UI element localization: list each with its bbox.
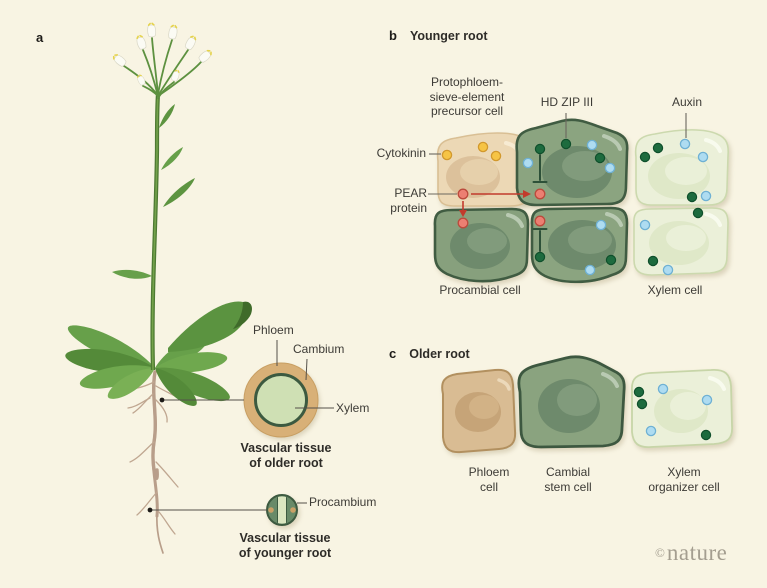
callout-dot-younger [147,507,153,513]
xylem-cell-label: Xylem cell [647,283,703,297]
younger-root-caption: Vascular tissue of younger root [238,531,332,560]
panel-b-header: b Younger root [389,28,488,43]
xylem-organizer-cell [631,369,733,448]
protophloem-precursor-cell [436,132,532,207]
cauline-leaves [112,104,195,279]
panel-c-header: c Older root [389,346,470,361]
stem [150,93,161,371]
hd-zip-cell-bottom [530,206,629,284]
phloem-ring-label: Phloem [253,323,294,337]
callout-dot-older [159,397,165,403]
xylem-ring-label: Xylem [336,401,370,415]
curled-leaf [168,301,253,352]
cambial-stem-cell [517,355,626,449]
procambial-cell-label: Procambial cell [439,283,521,297]
panel-letter-a: a [36,30,44,45]
auxin-dots-older [645,383,713,437]
pear-movement-arrows [459,190,531,217]
cambial-stem-cell-label: Cambial stem cell [544,465,592,494]
procambial-cell [433,207,530,283]
hd-zip-iii-label: HD ZIP III [540,95,594,109]
root-system [124,370,185,554]
phloem-cell [441,368,517,454]
copyright-icon: © [655,545,665,560]
hd-zip-dots-older [633,386,712,441]
nature-wordmark: nature [666,540,728,565]
procambium-label: Procambium [309,495,377,509]
cytokinin-label: Cytokinin [376,146,426,160]
hd-zip-dots [534,138,704,267]
pear-protein-dots [457,188,546,229]
older-root-cells [441,355,733,454]
cytokinin-dots [441,141,502,162]
older-root-caption: Vascular tissue of older root [240,441,332,470]
panel-b-title: Younger root [409,29,488,43]
panel-letter-c: c [389,346,397,361]
auxin-label: Auxin [671,95,703,109]
phloem-cell-label: Phloem cell [468,465,510,494]
flower-cluster [110,22,214,99]
pear-protein-label: PEAR protein [390,186,427,215]
plant-illustration [63,22,334,554]
cambium-ring-label: Cambium [293,342,345,356]
panel-c-title: Older root [409,347,470,361]
label-pointer-lines [428,113,687,195]
nature-logo: ©nature [655,540,727,566]
protophloem-label: Protophloem- sieve-element precursor cel… [429,75,505,118]
xylem-cell [633,207,729,276]
xylem-organizer-cell-label: Xylem organizer cell [648,465,720,494]
older-root-cross-section [243,362,319,438]
panel-a-letter: a [36,30,56,45]
younger-root-cross-section [266,494,298,526]
panel-letter-b: b [389,28,397,43]
callout-lines [150,340,334,511]
auxin-dots [522,138,712,276]
hd-zip-cell-top [515,118,629,207]
inhibition-symbols [532,154,548,252]
younger-root-cells [428,113,730,284]
